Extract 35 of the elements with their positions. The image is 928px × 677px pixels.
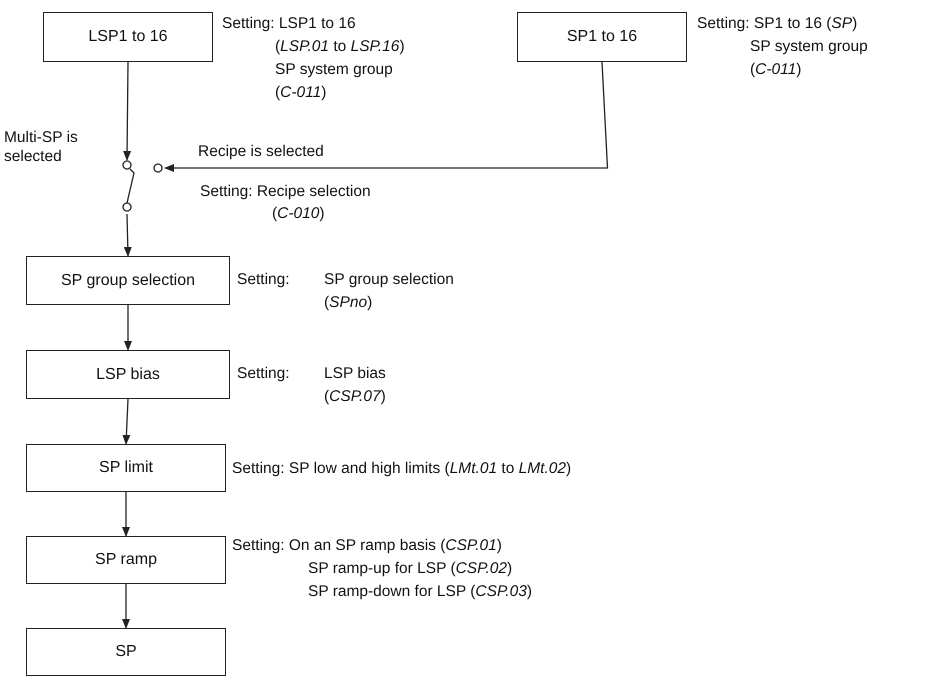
process-box: SP ramp [26,536,226,584]
setting-note: SP system group [750,37,868,56]
setting-note: (SPno) [324,293,372,312]
process-box: SP limit [26,444,226,492]
arrow [122,398,130,445]
setting-note: SP system group [275,60,393,79]
setting-note: Setting: [237,270,290,289]
setting-note: (C-011) [750,60,802,79]
setting-note: Setting: Recipe selection [200,182,371,201]
process-box: SP group selection [26,256,230,305]
arrow [164,62,608,172]
setting-note: Setting: SP low and high limits (LMt.01 to LMt.02) [232,459,572,478]
arrow [124,214,132,257]
setting-note: (CSP.07) [324,387,386,406]
setting-note: Setting: LSP1 to 16 [222,14,356,33]
arrow [122,492,130,537]
arrow [122,584,130,629]
arrow [123,62,132,161]
edge-label: Recipe is selected [196,143,326,161]
setting-note: LSP bias [324,364,386,383]
setting-note: Multi-SP is selected [4,128,79,166]
process-box: LSP bias [26,350,230,399]
setting-note: SP ramp-up for LSP (CSP.02) [308,559,512,578]
process-box: SP [26,628,226,676]
setting-note: SP ramp-down for LSP (CSP.03) [308,582,532,601]
setting-note: Setting: [237,364,290,383]
setting-note: (C-011) [275,83,326,102]
process-box: SP1 to 16 [517,12,687,62]
arrow [124,305,132,351]
setting-note: (C-010) [272,204,325,223]
process-box: LSP1 to 16 [43,12,213,62]
setting-note: Setting: On an SP ramp basis (CSP.01) [232,536,502,555]
setting-note: Setting: SP1 to 16 (SP) [697,14,858,33]
setting-note: SP group selection [324,270,454,289]
setting-note: (LSP.01 to LSP.16) [275,37,405,56]
